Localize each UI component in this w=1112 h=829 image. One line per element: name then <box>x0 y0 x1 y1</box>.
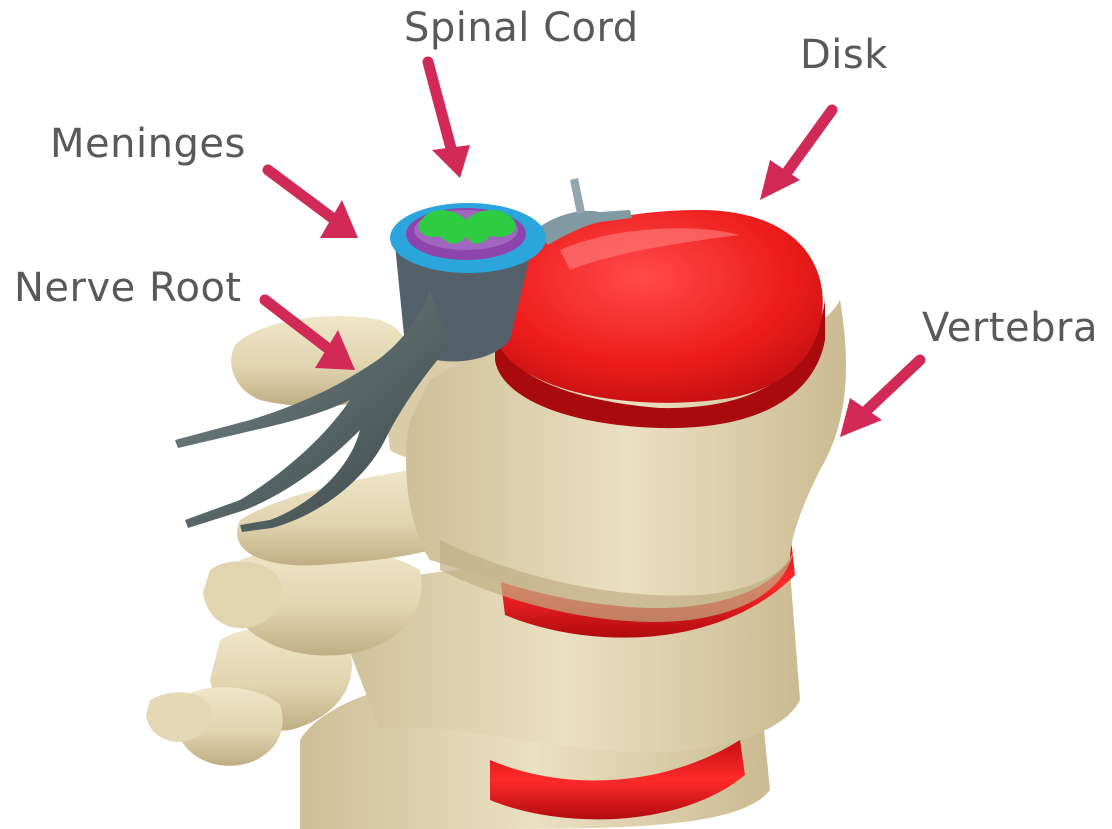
label-disk: Disk <box>800 35 888 75</box>
arrow-icon <box>268 170 358 238</box>
arrow-icon <box>428 62 470 178</box>
arrow-icon <box>840 360 920 437</box>
arrow-icon <box>760 110 832 200</box>
upper-nerve-stub <box>570 178 585 214</box>
label-meninges: Meninges <box>50 124 246 164</box>
label-nerve-root: Nerve Root <box>14 268 242 308</box>
label-vertebra: Vertebra <box>922 308 1098 348</box>
label-spinal-cord: Spinal Cord <box>404 8 639 48</box>
